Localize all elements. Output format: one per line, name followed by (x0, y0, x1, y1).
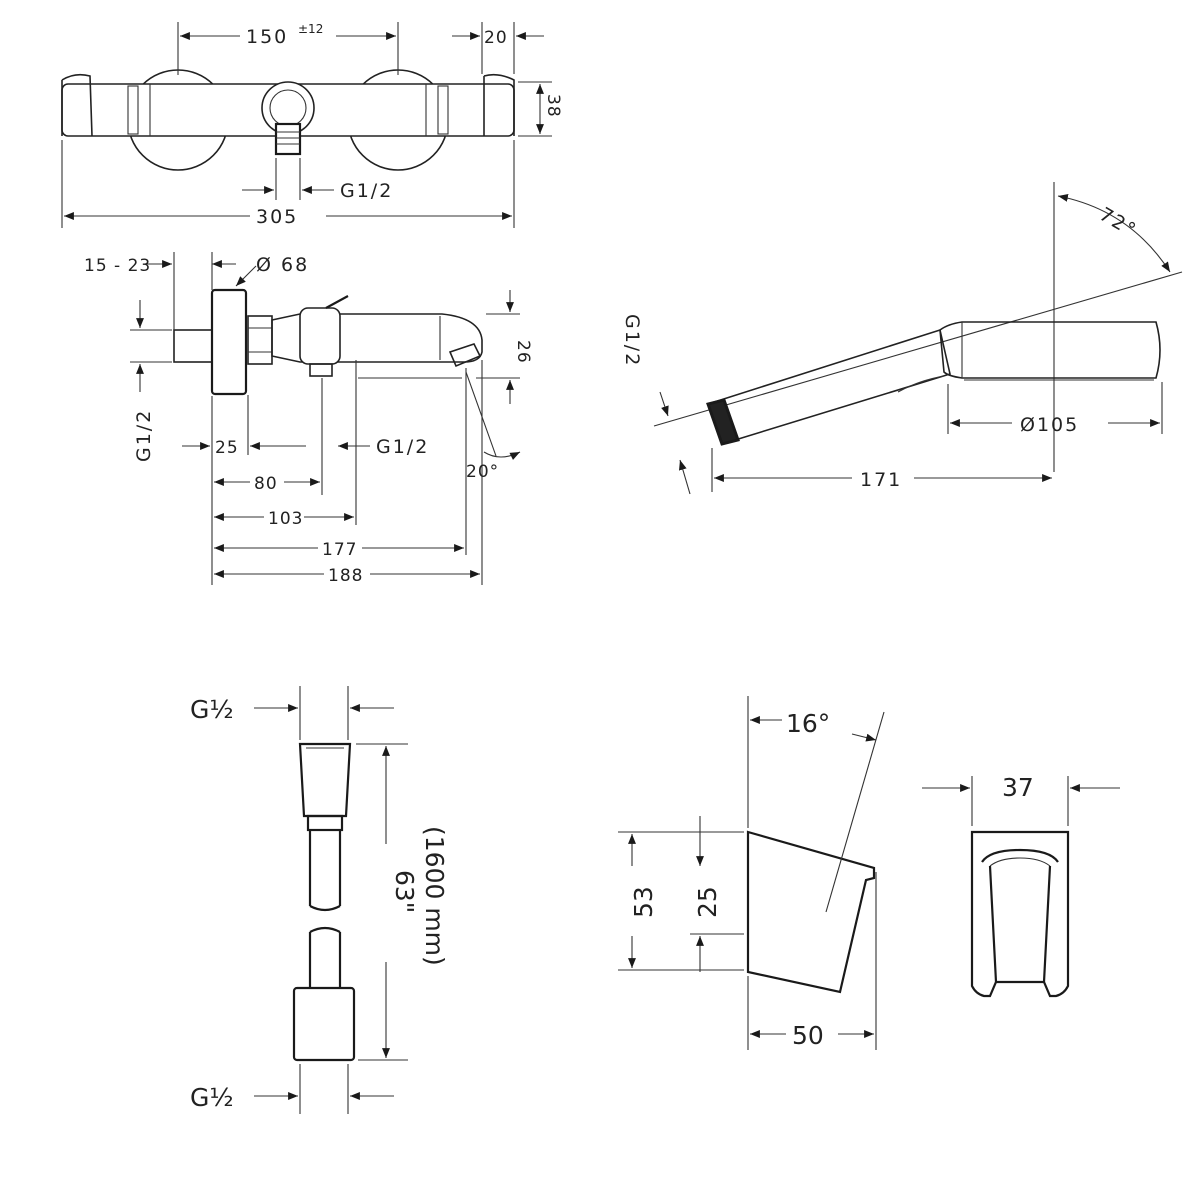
holder-side-view: 16° 53 25 50 (618, 696, 885, 1050)
label-hose-thread-top: G½ (190, 695, 234, 724)
dim-holder-inner-height: 25 (693, 886, 722, 918)
dim-tilt-angle: 72° (1096, 203, 1141, 242)
dim-total-width: 305 (256, 206, 298, 228)
dim-hose-length-mm: (1600 mm) (420, 826, 449, 966)
dim-head-diameter: Ø105 (1020, 414, 1079, 436)
holder-front-view: 37 (922, 773, 1120, 998)
shower-head (939, 321, 1161, 379)
mixer-side-view: 15 - 23 Ø 68 G1/2 26 25 G1/2 20° 80 103 (84, 252, 533, 586)
dim-cover-diameter: Ø 68 (256, 254, 309, 276)
dim-188: 188 (328, 566, 363, 586)
label-hose-thread-bottom: G½ (190, 1083, 234, 1112)
dim-tolerance: ±12 (298, 22, 323, 36)
dim-holder-height: 53 (629, 886, 658, 918)
cover-plate (210, 288, 248, 396)
hand-shower-view: 72° G1/2 Ø105 171 (621, 182, 1183, 495)
label-shower-thread: G1/2 (621, 314, 643, 367)
dim-hose-length-in: 63" (390, 870, 419, 913)
dim-shower-length: 171 (860, 469, 902, 491)
mixer-front-view: 150 ±12 20 38 G1/2 305 (61, 22, 563, 228)
dim-width-center: 150 (246, 26, 288, 48)
dim-wall-distance: 15 - 23 (84, 256, 151, 276)
label-outlet-thread-side: G1/2 (376, 436, 429, 458)
dim-spout-angle: 20° (466, 462, 499, 482)
dim-offset-25: 25 (215, 438, 239, 458)
dim-side-offset: 20 (484, 28, 508, 48)
dim-80: 80 (254, 474, 278, 494)
hose-view: G½ G½ 63" (1600 mm) (190, 686, 449, 1114)
hose-bottom-fitting (292, 986, 356, 1062)
holder-body (746, 830, 876, 994)
dim-holder-angle: 16° (786, 709, 830, 738)
label-outlet-thread: G1/2 (340, 180, 393, 202)
dim-height: 38 (543, 94, 563, 118)
label-inlet-thread: G1/2 (133, 409, 155, 462)
dim-spout-height: 26 (513, 340, 533, 364)
dim-177: 177 (322, 540, 357, 560)
shower-handle (706, 328, 951, 445)
dim-holder-depth: 50 (792, 1021, 824, 1050)
hose-top-fitting (298, 742, 352, 818)
dim-103: 103 (268, 509, 303, 529)
dim-holder-width: 37 (1002, 773, 1034, 802)
